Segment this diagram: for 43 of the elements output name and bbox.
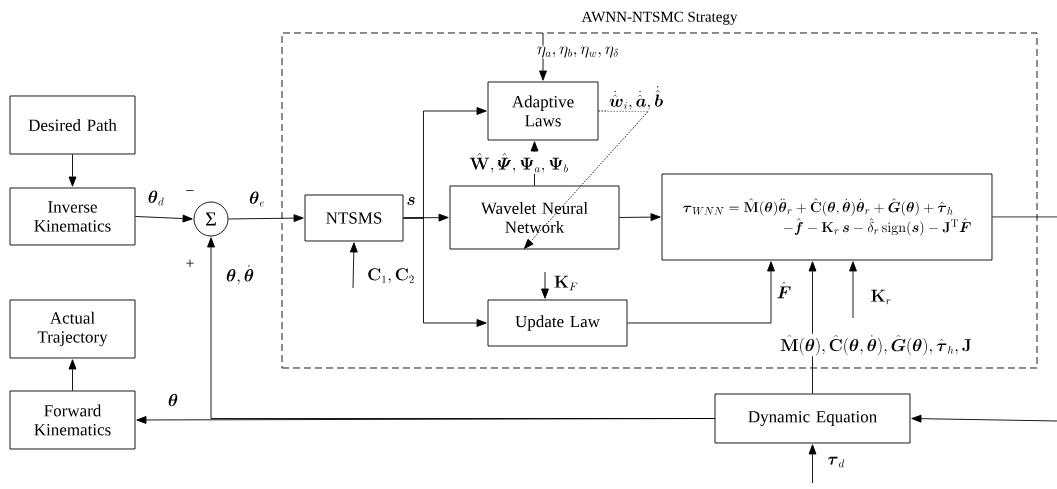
arrow [849,261,857,319]
edge-label: $\eta_a,\eta_b,\eta_w,\eta_\delta$ [536,45,620,59]
edge-label: $\mathbf{K}_F$ [552,274,580,292]
edge-label: $\mathbf{C}_1,\mathbf{C}_2$ [366,267,416,285]
arrow [808,444,817,484]
arrow [68,359,77,391]
edge-label: $\boldsymbol{\theta}_d$ [146,189,166,207]
edge-label: $\hat{\mathbf{W}},\hat{\boldsymbol{\varPsi}},\boldsymbol{\Psi}_a,\boldsymbol{\Psi}_b$ [468,152,570,174]
edge-label: $\boldsymbol{\tau}_d$ [826,455,846,469]
summing-junction: Σ [193,201,229,237]
arrow [403,217,487,327]
arrow [228,214,304,223]
arrow [207,237,715,419]
arrow [349,242,358,289]
arrow [541,271,549,299]
process-box: Adaptive Laws [487,81,599,141]
edge-label: $\hat{\boldsymbol{F}}$ [775,280,793,300]
process-box: Wavelet Neural Network [449,185,620,250]
edge-label: $\boldsymbol{\theta},\dot{\boldsymbol{\theta}}$ [224,264,256,286]
process-box: Forward Kinematics [9,390,136,450]
connector-line [992,216,1057,218]
process-box: Actual Trajectory [9,299,136,359]
edge-label: $\mathbf{K}_r$ [869,288,893,306]
arrow [523,110,649,249]
arrow [619,213,661,222]
edge-label: $\dot{\hat{\boldsymbol{w}}}_i,\dot{\hat{\boldsymbol{a}}},\dot{\hat{\boldsymbol{b}}}$ [607,85,665,111]
sign-label: + [184,258,196,270]
signal-label: $\hat{\mathbf{M}}(\boldsymbol{\theta}),\hat{\mathbf{C}}(\boldsymbol{\theta},\dot{\boldsymbol{\theta}}),\hat{\boldsymbol{G}}(\boldsymbol{\theta}),\hat{\boldsymbol{\tau}}_h,\mathbf{J}$ [779,333,973,357]
arrow [68,154,77,187]
edge-label: $\boldsymbol{\theta}$ [166,393,180,407]
edge-label: $\boldsymbol{\theta}_e$ [248,190,266,208]
sign-label: − [184,189,196,197]
process-box: Inverse Kinematics [9,187,136,246]
arrow [911,414,1057,423]
arrow [135,214,193,223]
process-box: Update Law [487,299,628,347]
node-label: AWNN-NTSMC Strategy [581,11,738,25]
edge-label: $\boldsymbol{s}$ [405,196,417,206]
process-box: NTSMS [304,194,404,242]
process-box: Dynamic Equation [714,393,911,444]
arrow [627,261,775,324]
equation-box: $\boldsymbol{\tau}_{WNN}=\hat{\mathbf{M}}(\boldsymbol{\theta})\ddot{\boldsymbol{\theta}}_r+\hat{\mathbf{C}}(\boldsymbol{\theta},\dot{\boldsymbol{\theta}})\dot{\boldsymbol{\theta}}_r+\hat{\boldsymbol{G}}(\boldsymbol{\theta})+\hat{\boldsymbol{\tau}}_h$ $-\hat{\boldsymbol{f}}-\mathbf{K}_r\,\boldsymbol{s}-\hat{\delta}_r\,\mathrm{sign}(\boldsymbol{s})-\mathbf{J}^{\mathrm{T}}\hat{\boldsymbol{F}}$ [661,173,993,261]
process-box: Desired Path [9,95,136,155]
